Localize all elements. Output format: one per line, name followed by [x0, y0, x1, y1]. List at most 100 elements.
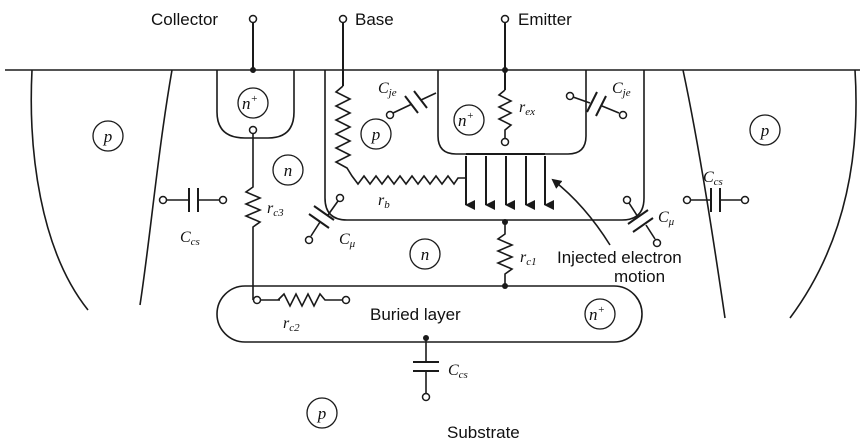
rb-resistor [334, 85, 466, 186]
base-terminal [338, 14, 348, 24]
rc3-resistor [243, 134, 263, 300]
rex-subscript: ex [525, 106, 535, 118]
region-p-substrate: p [306, 397, 338, 429]
cmu-right-lead-a [628, 202, 639, 218]
rc2-symbol: r [283, 315, 290, 332]
region-p-base: p [360, 118, 392, 150]
ccs-right-terminal-a [682, 195, 692, 205]
collector-terminal [248, 14, 258, 24]
rc3-top-terminal [248, 125, 258, 135]
cmu-right-terminal-a [622, 195, 632, 205]
cmu-left-terminal-b [304, 235, 314, 245]
rb-subscript: b [384, 199, 390, 211]
cje-left-terminal [385, 110, 395, 120]
rc3-subscript: c3 [273, 207, 284, 219]
region-nplus-collector: n+ [237, 87, 269, 119]
ccs-bottom-terminal [421, 392, 431, 402]
rc2-left-terminal [252, 295, 262, 305]
rc2-right-terminal [341, 295, 351, 305]
cmu-right-symbol: C [658, 209, 669, 226]
ccs-right-symbol: C [703, 169, 714, 186]
cmu-left-lead-a [327, 200, 339, 216]
svg-text:n: n [284, 161, 293, 180]
rc3-symbol: r [267, 200, 274, 217]
collector-nplus-well [216, 70, 295, 139]
svg-text:p: p [103, 127, 113, 146]
cmu-right-label: Cμ [658, 209, 675, 228]
cmu-left-plate-b [308, 213, 330, 229]
rex-terminal [500, 137, 510, 147]
base-p-region [324, 70, 645, 221]
cje-left-label: Cje [378, 80, 397, 99]
emitter-terminal [500, 14, 510, 24]
rc1-resistor [495, 222, 515, 286]
emitter-junction-dot [502, 67, 508, 73]
svg-text:n+: n+ [589, 304, 605, 324]
rb-label: rb [378, 192, 390, 211]
cje-right-terminal-b [618, 110, 628, 120]
cmu-right-lead-b [645, 224, 656, 240]
svg-text:n+: n+ [458, 110, 474, 130]
cmu-left-symbol: C [339, 231, 350, 248]
cmu-right-subscript: μ [668, 216, 675, 228]
injected-electron-label-line1: Injected electron [557, 248, 682, 267]
cje-left-subscript: je [387, 87, 397, 99]
ccs-bottom-subscript: cs [459, 369, 468, 381]
ccs-left-terminal-a [158, 195, 168, 205]
svg-text:n+: n+ [242, 93, 258, 113]
rc1-subscript: c1 [526, 256, 536, 268]
cmu-right-terminal-b [652, 238, 662, 248]
right-isolation-p-region-inner [682, 69, 726, 319]
cje-right-subscript: je [621, 87, 631, 99]
cmu-left-lead-b [310, 221, 321, 237]
cje-right-plate-b [595, 95, 607, 117]
ccs-right-terminal-b [740, 195, 750, 205]
cmu-left-plate-a [313, 205, 335, 221]
rc2-label: rc2 [283, 315, 300, 334]
ccs-right-label: Ccs [703, 169, 723, 188]
region-n-collector: n [272, 154, 304, 186]
ccs-bottom-label: Ccs [448, 362, 468, 381]
left-isolation-p-region [30, 69, 89, 311]
svg-text:p: p [760, 121, 770, 140]
ccs-left-subscript: cs [191, 236, 200, 248]
rc1-label: rc1 [520, 249, 537, 268]
rc2-subscript: c2 [289, 322, 300, 334]
rc2-resistor [277, 292, 342, 308]
cmu-left-label: Cμ [339, 231, 356, 250]
cmu-right-plate-a [627, 209, 649, 225]
ccs-right-subscript: cs [714, 176, 723, 188]
cje-left-plate-a [404, 95, 419, 114]
cje-right-terminal-a [565, 91, 575, 101]
rc1-symbol: r [520, 249, 527, 266]
cje-left-lead-a [392, 103, 413, 114]
collector-label: Collector [151, 10, 218, 29]
base-label: Base [355, 10, 394, 29]
cje-right-label: Cje [612, 80, 631, 99]
rc3-label: rc3 [267, 200, 284, 219]
region-p-right-isolation: p [749, 114, 781, 146]
region-p-left-isolation: p [92, 120, 124, 152]
ccs-left-terminal-b [218, 195, 228, 205]
right-isolation-p-region [789, 69, 857, 319]
svg-text:n: n [421, 245, 430, 264]
ccs-left-symbol: C [180, 229, 191, 246]
rb-symbol: r [378, 192, 385, 209]
cje-right-lead-b [601, 105, 620, 114]
cje-right-lead-a [572, 96, 591, 104]
cmu-left-terminal-a [335, 193, 345, 203]
svg-text:p: p [371, 125, 381, 144]
cje-left-symbol: C [378, 80, 389, 97]
buried-layer-region [216, 285, 643, 343]
buried-layer-label: Buried layer [370, 305, 461, 324]
cje-right-plate-a [586, 91, 598, 113]
region-nplus-emitter: n+ [453, 104, 485, 136]
cje-left-lead-b [420, 92, 437, 101]
cmu-right-plate-b [632, 217, 654, 233]
rex-symbol: r [519, 99, 526, 116]
cmu-left-subscript: μ [349, 238, 356, 250]
rc1-bottom-dot [502, 283, 508, 289]
cje-right-symbol: C [612, 80, 623, 97]
substrate-label: Substrate [447, 423, 520, 441]
